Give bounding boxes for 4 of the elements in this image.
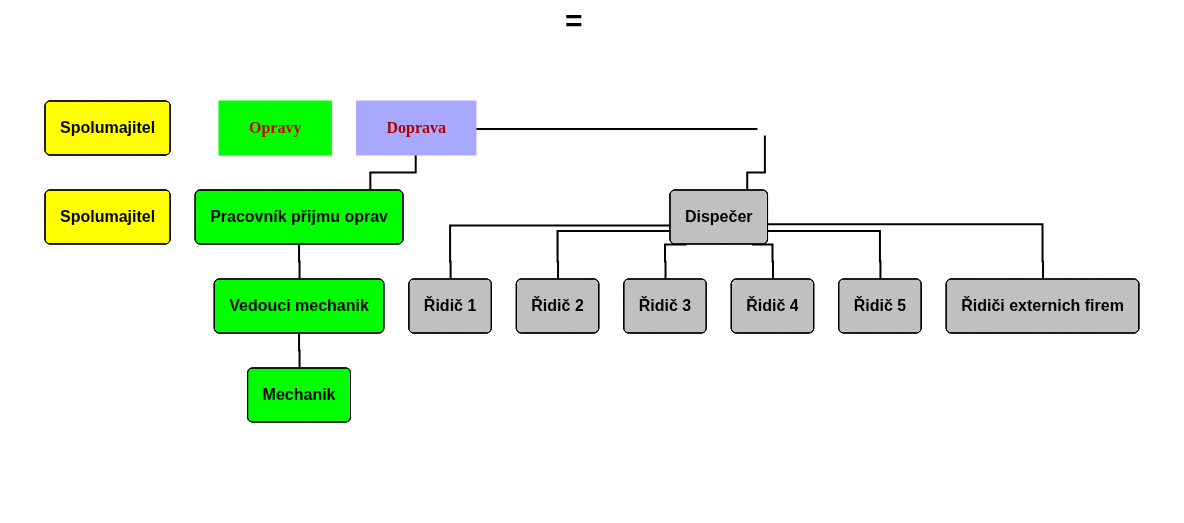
node-box: Doprava xyxy=(356,100,477,156)
equals-sign: = xyxy=(565,4,583,37)
node-box: Opravy xyxy=(218,100,332,156)
connector xyxy=(746,134,766,192)
